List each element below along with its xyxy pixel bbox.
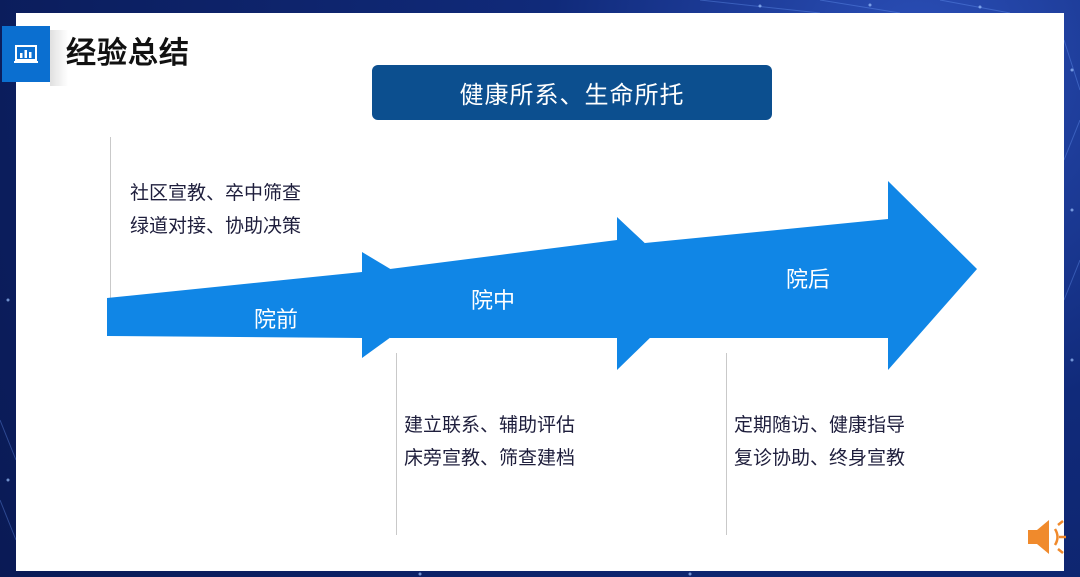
chart-icon (14, 45, 38, 63)
page-title: 经验总结 (66, 36, 190, 71)
speaker-icon (1028, 520, 1066, 554)
divider-in (396, 353, 397, 535)
audio-button[interactable] (1025, 516, 1069, 558)
divider-post (726, 353, 727, 535)
note-pre-line-2: 绿道对接、协助决策 (130, 215, 302, 237)
stage-label-in: 院中 (471, 289, 515, 314)
note-pre-line-1: 社区宣教、卒中筛查 (130, 182, 302, 204)
arrow-segment-pre (107, 252, 442, 358)
note-in-line-1: 建立联系、辅助评估 (404, 414, 576, 436)
stage-label-pre: 院前 (254, 308, 298, 333)
motto-banner: 健康所系、生命所托 (372, 65, 772, 120)
arrow-segment-in (390, 217, 697, 370)
note-in-line-2: 床旁宣教、筛查建档 (404, 447, 576, 469)
badge-shadow (50, 30, 68, 86)
stage-label-post: 院后 (786, 268, 830, 293)
note-post-line-1: 定期随访、健康指导 (734, 414, 906, 436)
divider-pre (110, 137, 111, 299)
arrow-segment-post (645, 181, 977, 370)
note-post-line-2: 复诊协助、终身宣教 (734, 447, 906, 469)
section-badge (2, 26, 50, 82)
